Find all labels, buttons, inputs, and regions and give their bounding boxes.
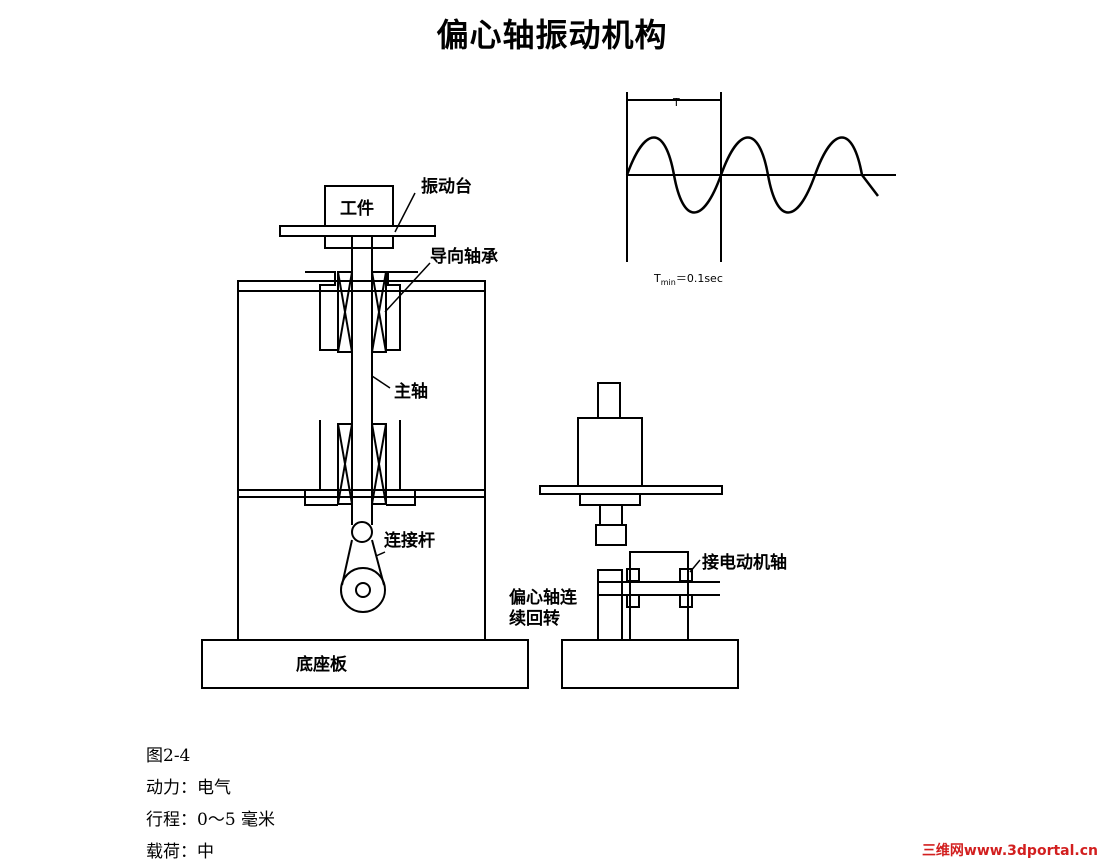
rod-eye-pin [355, 582, 371, 598]
side-bearing [679, 568, 693, 582]
side-bearing [679, 594, 693, 608]
label-motor-shaft: 接电动机轴 [702, 552, 787, 573]
upper-bearing-left [337, 271, 353, 353]
side-bearing [626, 568, 640, 582]
label-main-shaft: 主轴 [394, 381, 428, 402]
lower-housing-left [304, 420, 338, 506]
bearing-cross [371, 271, 387, 353]
rod-left-edge [341, 539, 353, 586]
base-plate [201, 639, 529, 689]
lower-housing-right [386, 420, 416, 506]
caption-load: 载荷：中 [146, 842, 214, 862]
caption-power: 动力：电气 [146, 778, 231, 798]
frame-upper [237, 280, 486, 491]
leader-guide-bearing [384, 262, 431, 313]
upper-housing-right [386, 271, 418, 351]
side-housing [577, 417, 643, 487]
lower-bearing-left [337, 423, 353, 505]
label-guide-bearing: 导向轴承 [430, 246, 498, 267]
label-workpiece: 工件 [340, 198, 374, 219]
side-clamp [595, 524, 627, 546]
watermark: 三维网www.3dportal.cn [921, 843, 1098, 859]
side-base-plate [561, 639, 739, 689]
page-title: 偏心轴振动机构 [436, 16, 668, 54]
rod-pin-top [351, 521, 373, 543]
tmin-letter: T [653, 272, 661, 285]
caption-figure: 图2-4 [146, 746, 191, 766]
side-link [599, 504, 623, 526]
upper-housing-left [305, 271, 338, 351]
bearing-cross [337, 423, 353, 505]
label-vibration-table: 振动台 [421, 176, 472, 197]
side-shaft [597, 382, 621, 419]
leader-connecting-rod [375, 551, 386, 557]
tmin-subscript: min [661, 278, 676, 287]
label-tmin: Tmin＝0.1sec [653, 272, 723, 287]
side-table-hub [579, 494, 641, 506]
leader-vibration-table [394, 192, 416, 233]
label-eccentric-2: 续回转 [509, 608, 560, 629]
tmin-value: ＝0.1sec [676, 272, 723, 285]
side-table-plate [539, 485, 723, 495]
vibration-table-plate [279, 225, 436, 237]
label-eccentric-1: 偏心轴连 [509, 587, 578, 608]
leader-motor-shaft [689, 559, 701, 573]
bearing-cross [337, 271, 353, 353]
leader-main-shaft [371, 375, 391, 389]
table-hub [324, 235, 394, 249]
figure-caption: 图2-4 动力：电气 行程：0～5 毫米 载荷：中 [146, 740, 275, 868]
label-period: T [672, 96, 680, 109]
caption-stroke: 行程：0～5 毫米 [146, 810, 276, 830]
label-connecting-rod: 连接杆 [384, 530, 435, 551]
sine-wave [625, 136, 879, 214]
bearing-cross [371, 423, 387, 505]
side-bearing [626, 594, 640, 608]
rod-eye [340, 567, 386, 613]
label-base-plate: 底座板 [296, 654, 348, 675]
side-eccentric-block [597, 569, 623, 641]
lower-bearing-right [371, 423, 387, 505]
